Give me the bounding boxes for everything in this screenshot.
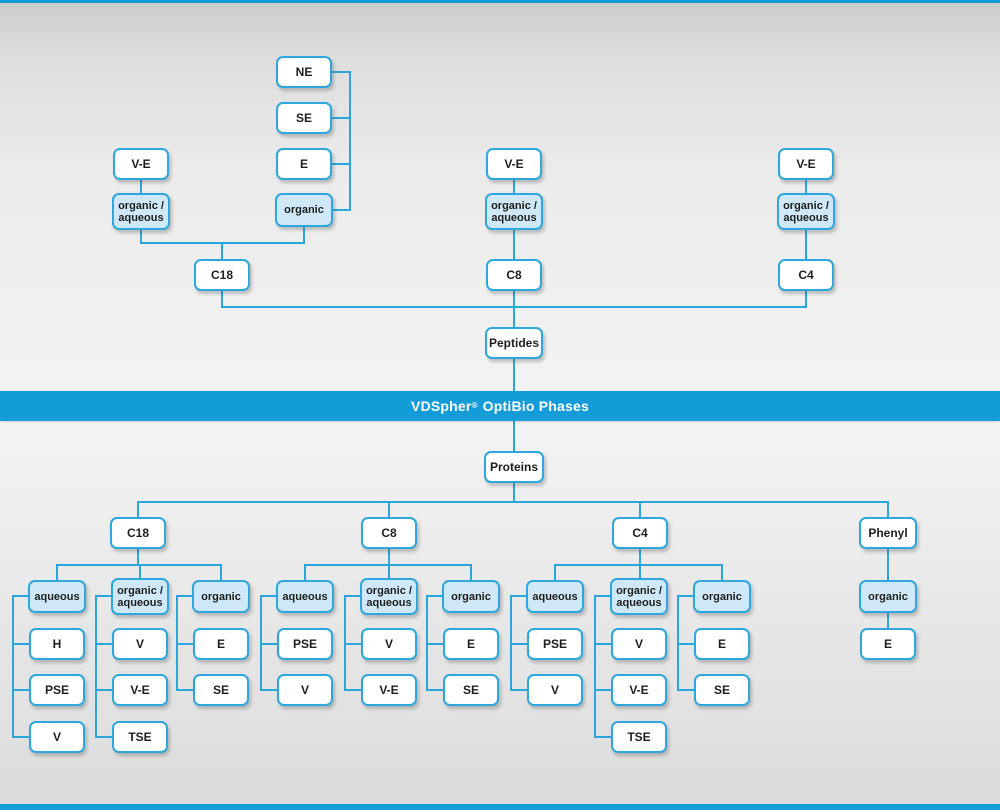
node-peptides-c4: C4	[778, 259, 834, 291]
node-proteins-c18-mode-aqueous: aqueous	[28, 580, 86, 613]
node-peptides-c4-orgaq-variant-ve: V-E	[778, 148, 834, 180]
node-proteins-c18: C18	[110, 517, 166, 549]
node-proteins-c4-organic-variant-se: SE	[694, 674, 750, 706]
node-proteins-c4-mode-aqueous: aqueous	[526, 580, 584, 613]
node-peptides-c4-mode-organic-aqueous: organic / aqueous	[777, 193, 835, 230]
bottom-accent-strip	[0, 804, 1000, 810]
node-proteins-root: Proteins	[484, 451, 544, 483]
node-peptides-c18-organic-variant-ne: NE	[276, 56, 332, 88]
node-proteins-phenyl: Phenyl	[859, 517, 917, 549]
node-proteins-c18-aqueous-variant-v: V	[29, 721, 85, 753]
node-proteins-c4-organic-variant-e: E	[694, 628, 750, 660]
node-proteins-c18-mode-organic-aqueous: organic / aqueous	[111, 578, 169, 615]
node-peptides-c8: C8	[486, 259, 542, 291]
node-proteins-c4-mode-organic-aqueous: organic / aqueous	[610, 578, 668, 615]
node-peptides-c18-orgaq-variant-ve: V-E	[113, 148, 169, 180]
node-proteins-c4-orgaq-variant-v: V	[611, 628, 667, 660]
node-proteins-c18-aqueous-variant-h: H	[29, 628, 85, 660]
node-proteins-c4: C4	[612, 517, 668, 549]
node-proteins-c8-organic-variant-e: E	[443, 628, 499, 660]
node-proteins-c8-mode-aqueous: aqueous	[276, 580, 334, 613]
node-proteins-c4-mode-organic: organic	[693, 580, 751, 613]
node-proteins-c8-organic-variant-se: SE	[443, 674, 499, 706]
node-proteins-c4-aqueous-variant-pse: PSE	[527, 628, 583, 660]
node-peptides-c18: C18	[194, 259, 250, 291]
node-proteins-phenyl-organic-variant-e: E	[860, 628, 916, 660]
node-proteins-c8-mode-organic-aqueous: organic / aqueous	[360, 578, 418, 615]
node-proteins-c8-mode-organic: organic	[442, 580, 500, 613]
node-proteins-c8-orgaq-variant-ve: V-E	[361, 674, 417, 706]
node-proteins-c4-orgaq-variant-tse: TSE	[611, 721, 667, 753]
banner-suffix: OptiBio Phases	[482, 398, 589, 414]
node-proteins-c18-organic-variant-e: E	[193, 628, 249, 660]
top-accent-strip	[0, 0, 1000, 3]
node-peptides-c8-orgaq-variant-ve: V-E	[486, 148, 542, 180]
node-peptides-c18-organic-variant-se: SE	[276, 102, 332, 134]
node-peptides-c8-mode-organic-aqueous: organic / aqueous	[485, 193, 543, 230]
node-peptides-c18-mode-organic: organic	[275, 193, 333, 227]
node-proteins-c18-organic-variant-se: SE	[193, 674, 249, 706]
node-proteins-c18-orgaq-variant-ve: V-E	[112, 674, 168, 706]
node-proteins-c18-orgaq-variant-v: V	[112, 628, 168, 660]
node-peptides-root: Peptides	[485, 327, 543, 359]
node-proteins-c8-aqueous-variant-pse: PSE	[277, 628, 333, 660]
node-peptides-c18-mode-organic-aqueous: organic / aqueous	[112, 193, 170, 230]
title-banner: VDSpher®OptiBio Phases	[0, 391, 1000, 421]
node-proteins-c8-aqueous-variant-v: V	[277, 674, 333, 706]
node-proteins-c8-orgaq-variant-v: V	[361, 628, 417, 660]
node-proteins-c18-aqueous-variant-pse: PSE	[29, 674, 85, 706]
banner-brand: VDSpher	[411, 398, 472, 414]
node-peptides-c18-organic-variant-e: E	[276, 148, 332, 180]
node-proteins-c18-mode-organic: organic	[192, 580, 250, 613]
node-proteins-phenyl-mode-organic: organic	[859, 580, 917, 613]
node-proteins-c4-orgaq-variant-ve: V-E	[611, 674, 667, 706]
bottom-edge-line	[0, 810, 1000, 812]
node-proteins-c4-aqueous-variant-v: V	[527, 674, 583, 706]
node-proteins-c8: C8	[361, 517, 417, 549]
node-proteins-c18-orgaq-variant-tse: TSE	[112, 721, 168, 753]
